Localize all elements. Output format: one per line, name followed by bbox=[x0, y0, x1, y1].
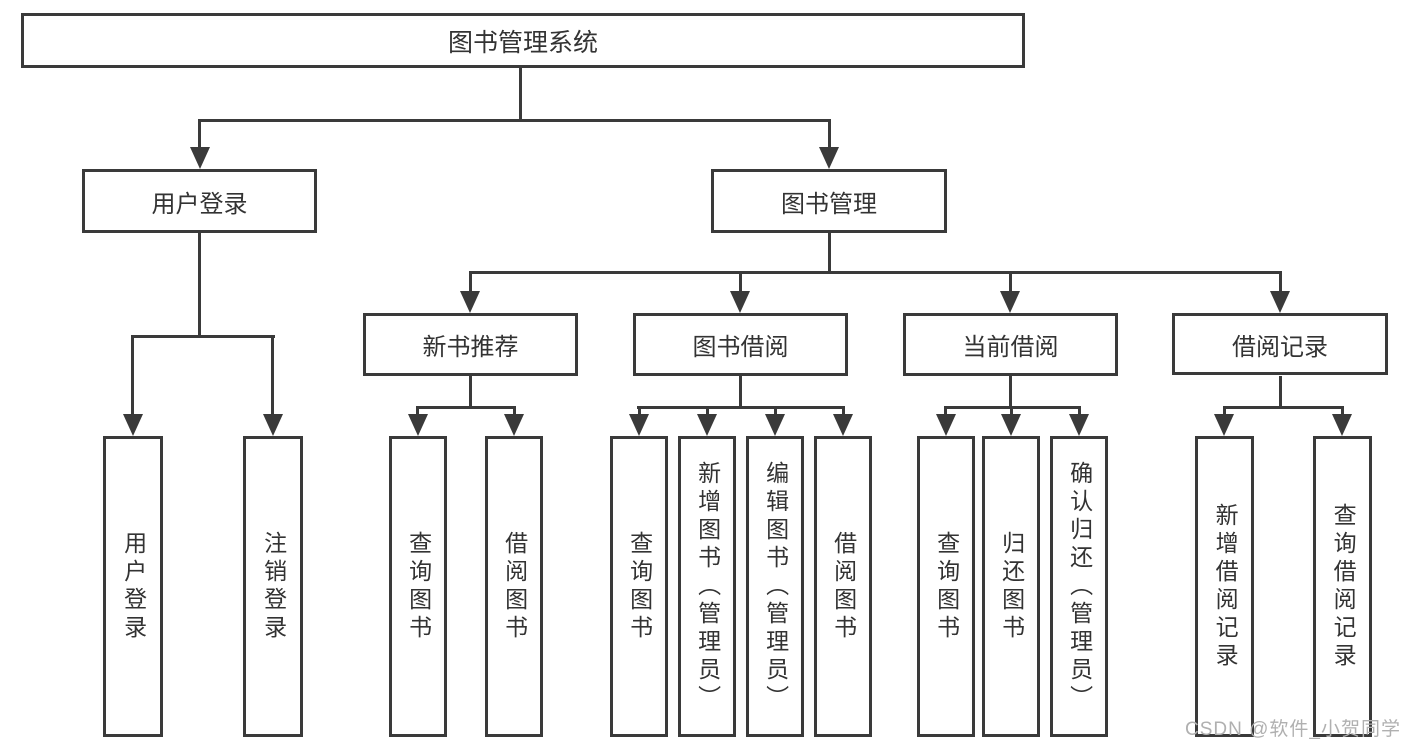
arrow-down-icon bbox=[1001, 414, 1021, 436]
arrow-down-icon bbox=[629, 414, 649, 436]
leaf-bb-query-books: 查询图书 bbox=[610, 436, 668, 737]
node-book-management: 图书管理 bbox=[711, 169, 947, 233]
arrow-down-icon bbox=[765, 414, 785, 436]
connector-mgmt-stem bbox=[828, 233, 831, 273]
leaf-label: 确认归还（管理员） bbox=[1066, 460, 1093, 713]
arrow-down-icon bbox=[1214, 414, 1234, 436]
connector-g3-stem bbox=[739, 376, 742, 408]
leaf-label: 查询图书 bbox=[933, 530, 960, 643]
arrow-down-icon bbox=[263, 414, 283, 436]
leaf-cb-query-books: 查询图书 bbox=[917, 436, 975, 737]
leaf-cb-return-books: 归还图书 bbox=[982, 436, 1040, 737]
connector-g5-hbar bbox=[1223, 406, 1344, 409]
node-label: 新书推荐 bbox=[422, 334, 519, 361]
connector-g5-drop-1 bbox=[1223, 406, 1226, 418]
arrow-down-icon bbox=[190, 147, 210, 169]
connector-g5-drop-2 bbox=[1341, 406, 1344, 418]
connector-g2-stem bbox=[469, 376, 472, 408]
connector-user-login-drop bbox=[198, 119, 201, 149]
leaf-label: 借阅图书 bbox=[830, 530, 857, 643]
leaf-label: 借阅图书 bbox=[501, 530, 528, 643]
connector-g1-hbar bbox=[131, 335, 275, 338]
leaf-label: 注销登录 bbox=[260, 530, 287, 643]
connector-g4-stem bbox=[1009, 376, 1012, 408]
node-user-login: 用户登录 bbox=[82, 169, 317, 233]
node-borrowing-records: 借阅记录 bbox=[1172, 313, 1388, 375]
node-current-borrowing: 当前借阅 bbox=[903, 313, 1118, 376]
connector-root-stem bbox=[519, 66, 522, 119]
arrow-down-icon bbox=[504, 414, 524, 436]
arrow-down-icon bbox=[1332, 414, 1352, 436]
arrow-down-icon bbox=[819, 147, 839, 169]
connector-g3-drop-3 bbox=[774, 406, 777, 418]
connector-g1-drop-2 bbox=[271, 335, 274, 417]
node-book-borrowing: 图书借阅 bbox=[633, 313, 848, 376]
leaf-label: 编辑图书（管理员） bbox=[762, 460, 789, 713]
node-label: 图书借阅 bbox=[692, 334, 789, 361]
leaf-label: 查询借阅记录 bbox=[1330, 502, 1357, 671]
connector-g3-drop-4 bbox=[842, 406, 845, 418]
leaf-bb-edit-books-admin: 编辑图书（管理员） bbox=[746, 436, 804, 737]
watermark-text: CSDN @软件_小贺同学 bbox=[1185, 719, 1401, 740]
leaf-label: 用户登录 bbox=[120, 530, 147, 643]
connector-g2-hbar bbox=[417, 406, 516, 409]
arrow-down-icon bbox=[697, 414, 717, 436]
leaf-label: 新增图书（管理员） bbox=[694, 460, 721, 713]
arrow-down-icon bbox=[730, 291, 750, 313]
leaf-bb-borrow-books: 借阅图书 bbox=[814, 436, 872, 737]
node-label: 图书管理系统 bbox=[447, 28, 598, 57]
connector-g3-drop-2 bbox=[706, 406, 709, 418]
leaf-cb-confirm-return-admin: 确认归还（管理员） bbox=[1050, 436, 1108, 737]
arrow-down-icon bbox=[1000, 291, 1020, 313]
arrow-down-icon bbox=[833, 414, 853, 436]
arrow-down-icon bbox=[936, 414, 956, 436]
connector-l3-drop-1 bbox=[469, 271, 472, 293]
connector-l3-hbar bbox=[469, 271, 1282, 274]
node-label: 当前借阅 bbox=[962, 334, 1059, 361]
connector-l3-drop-4 bbox=[1279, 271, 1282, 293]
connector-g5-stem bbox=[1279, 376, 1282, 408]
leaf-label: 查询图书 bbox=[626, 530, 653, 643]
connector-g2-drop-1 bbox=[416, 406, 419, 418]
leaf-bb-add-books-admin: 新增图书（管理员） bbox=[678, 436, 736, 737]
arrow-down-icon bbox=[1069, 414, 1089, 436]
connector-g3-drop-1 bbox=[638, 406, 641, 418]
arrow-down-icon bbox=[408, 414, 428, 436]
connector-g4-drop-2 bbox=[1010, 406, 1013, 418]
leaf-br-query-record: 查询借阅记录 bbox=[1313, 436, 1372, 737]
connector-l3-drop-3 bbox=[1009, 271, 1012, 293]
connector-l3-drop-2 bbox=[739, 271, 742, 293]
leaf-user-login: 用户登录 bbox=[103, 436, 163, 737]
arrow-down-icon bbox=[1270, 291, 1290, 313]
node-label: 用户登录 bbox=[151, 190, 248, 218]
node-new-book-recommendation: 新书推荐 bbox=[363, 313, 578, 376]
connector-g1-drop-1 bbox=[131, 335, 134, 417]
connector-g4-drop-3 bbox=[1078, 406, 1081, 418]
connector-book-mgmt-drop bbox=[828, 119, 831, 149]
connector-root-hbar bbox=[198, 119, 831, 122]
leaf-label: 新增借阅记录 bbox=[1212, 502, 1239, 671]
node-label: 借阅记录 bbox=[1232, 333, 1328, 361]
connector-g4-drop-1 bbox=[944, 406, 947, 418]
leaf-br-add-record: 新增借阅记录 bbox=[1195, 436, 1254, 737]
leaf-label: 归还图书 bbox=[998, 530, 1025, 643]
arrow-down-icon bbox=[460, 291, 480, 313]
node-root: 图书管理系统 bbox=[21, 13, 1025, 68]
leaf-label: 查询图书 bbox=[405, 530, 432, 643]
leaf-logout: 注销登录 bbox=[243, 436, 303, 737]
node-label: 图书管理 bbox=[781, 190, 877, 218]
connector-g2-drop-2 bbox=[513, 406, 516, 418]
arrow-down-icon bbox=[123, 414, 143, 436]
connector-g1-stem bbox=[198, 233, 201, 337]
connector-g3-hbar bbox=[637, 406, 845, 409]
leaf-nbr-borrow-books: 借阅图书 bbox=[485, 436, 543, 737]
leaf-nbr-query-books: 查询图书 bbox=[389, 436, 447, 737]
